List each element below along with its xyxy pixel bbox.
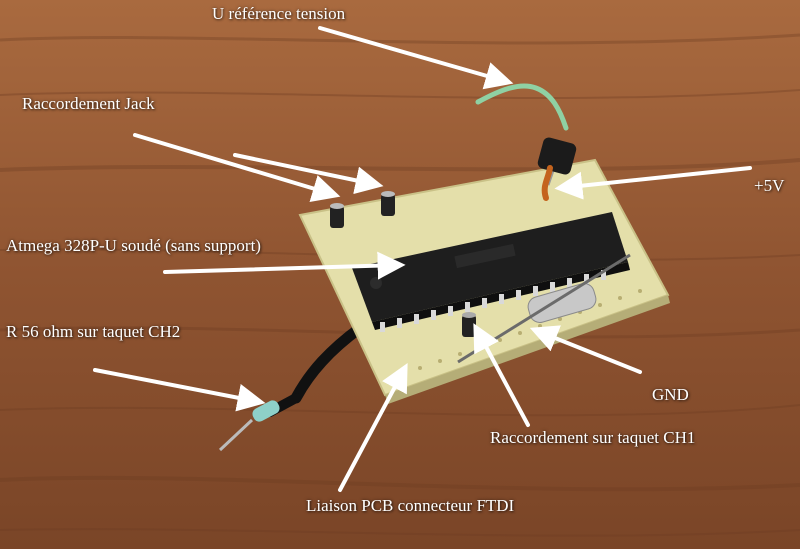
label-ch1: Raccordement sur taquet CH1 <box>490 428 696 447</box>
label-gnd: GND <box>652 385 689 404</box>
resistor <box>218 393 301 452</box>
arrow-atmega <box>163 251 406 280</box>
label-jack: Raccordement Jack <box>22 94 155 113</box>
black-wire <box>290 322 366 404</box>
jack-connector-posts <box>330 191 395 228</box>
arrow-ch1 <box>473 323 530 427</box>
arrow-jack-1 <box>133 133 341 202</box>
label-atmega: Atmega 328P-U soudé (sans support) <box>6 236 261 255</box>
label-vref: U référence tension <box>212 4 346 23</box>
arrow-ftdi <box>338 363 408 492</box>
wood-grain <box>0 33 800 537</box>
annotation-arrows <box>93 26 752 492</box>
crystal-oscillator <box>527 283 597 323</box>
arrow-vref <box>318 26 514 90</box>
atmega-chip <box>352 212 630 332</box>
label-plus5v: +5V <box>754 176 785 195</box>
arrow-plus5v <box>554 166 752 200</box>
arrow-jack-2 <box>233 153 384 195</box>
arrow-gnd <box>529 325 642 374</box>
ch1-post <box>462 312 476 337</box>
voltage-reference-component <box>537 137 577 201</box>
label-resistor: R 56 ohm sur taquet CH2 <box>6 322 181 341</box>
label-ftdi: Liaison PCB connecteur FTDI <box>306 496 515 515</box>
green-wire <box>475 83 569 131</box>
arrow-resistor <box>93 368 266 412</box>
